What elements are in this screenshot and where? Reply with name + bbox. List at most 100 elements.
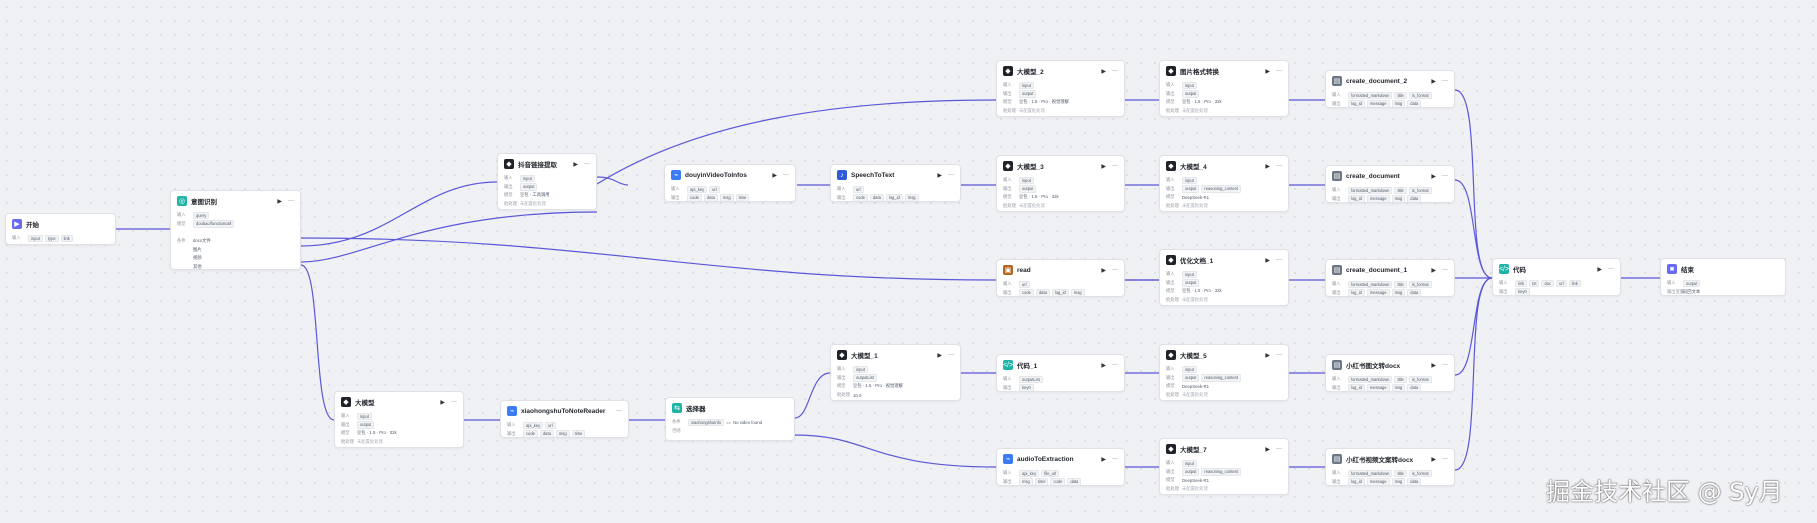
more-icon[interactable]: ··· [1442, 173, 1448, 179]
more-icon[interactable]: ··· [1442, 362, 1448, 368]
more-icon[interactable]: ··· [1112, 267, 1118, 273]
edge [300, 264, 335, 421]
more-icon[interactable]: ··· [1276, 163, 1282, 169]
llm-icon: ◆ [1166, 350, 1176, 360]
speech-icon: ♪ [837, 170, 847, 180]
intent-icon: ◎ [177, 196, 187, 206]
watermark: 掘金技术社区 @ Sy月 [1546, 478, 1783, 506]
start-icon: ▶ [12, 219, 22, 229]
plugin-icon: ⌁ [1003, 454, 1013, 464]
llm-icon: ◆ [341, 397, 351, 407]
run-icon[interactable]: ▶ [1431, 267, 1436, 274]
end-icon: ■ [1667, 264, 1677, 274]
run-icon[interactable]: ▶ [1101, 267, 1106, 274]
run-icon[interactable]: ▶ [1265, 68, 1270, 75]
node-title: 开始 [26, 222, 39, 229]
more-icon[interactable]: ··· [948, 172, 954, 178]
run-icon[interactable]: ▶ [1431, 173, 1436, 180]
run-icon[interactable]: ▶ [1431, 362, 1436, 369]
more-icon[interactable]: ··· [948, 352, 954, 358]
run-icon[interactable]: ▶ [1101, 163, 1106, 170]
llm-icon: ◆ [1166, 161, 1176, 171]
edge [1454, 277, 1493, 471]
run-icon[interactable]: ▶ [1101, 362, 1106, 369]
run-icon[interactable]: ▶ [937, 352, 942, 359]
run-icon[interactable]: ▶ [1265, 257, 1270, 264]
node-start[interactable]: ▶开始 输入 input type link [5, 213, 116, 245]
llm-icon: ◆ [837, 350, 847, 360]
run-icon[interactable]: ▶ [277, 198, 282, 205]
more-icon[interactable]: ··· [616, 408, 622, 414]
run-icon[interactable]: ▶ [1101, 456, 1106, 463]
more-icon[interactable]: ··· [1112, 362, 1118, 368]
run-icon[interactable]: ▶ [440, 399, 445, 406]
edge [300, 181, 498, 247]
run-icon[interactable]: ▶ [1265, 446, 1270, 453]
llm-icon: ◆ [1166, 255, 1176, 265]
run-icon[interactable]: ▶ [772, 172, 777, 179]
more-icon[interactable]: ··· [1442, 78, 1448, 84]
run-icon[interactable]: ▶ [1265, 352, 1270, 359]
edge [1454, 277, 1493, 376]
more-icon[interactable]: ··· [451, 399, 457, 405]
run-icon[interactable]: ▶ [573, 161, 578, 168]
more-icon[interactable]: ··· [1112, 68, 1118, 74]
run-icon[interactable]: ▶ [1431, 456, 1436, 463]
code-icon: </> [1002, 360, 1014, 370]
run-icon[interactable]: ▶ [1597, 266, 1602, 273]
run-icon[interactable]: ▶ [1431, 78, 1436, 85]
more-icon[interactable]: ··· [1276, 68, 1282, 74]
more-icon[interactable]: ··· [1112, 163, 1118, 169]
more-icon[interactable]: ··· [584, 161, 590, 167]
llm-icon: ◆ [1166, 66, 1176, 76]
more-icon[interactable]: ··· [288, 198, 294, 204]
edge [1454, 89, 1493, 279]
run-icon[interactable]: ▶ [937, 172, 942, 179]
node-title: 意图识别 [191, 199, 217, 206]
selector-icon: ⇆ [672, 403, 682, 413]
more-icon[interactable]: ··· [1276, 257, 1282, 263]
llm-icon: ◆ [1003, 161, 1013, 171]
more-icon[interactable]: ··· [1276, 446, 1282, 452]
plugin-icon: ⌁ [507, 406, 517, 416]
doc-icon: ▤ [1332, 76, 1342, 86]
more-icon[interactable]: ··· [783, 172, 789, 178]
run-icon[interactable]: ▶ [1101, 68, 1106, 75]
more-icon[interactable]: ··· [1442, 456, 1448, 462]
more-icon[interactable]: ··· [1608, 266, 1614, 272]
llm-icon: ◆ [1166, 444, 1176, 454]
run-icon[interactable]: ▶ [1265, 163, 1270, 170]
doc-icon: ▤ [1332, 360, 1342, 370]
doc-icon: ▤ [1332, 454, 1342, 464]
more-icon[interactable]: ··· [1442, 267, 1448, 273]
more-icon[interactable]: ··· [1112, 456, 1118, 462]
edge [596, 176, 629, 186]
more-icon[interactable]: ··· [1276, 352, 1282, 358]
llm-icon: ◆ [1003, 66, 1013, 76]
